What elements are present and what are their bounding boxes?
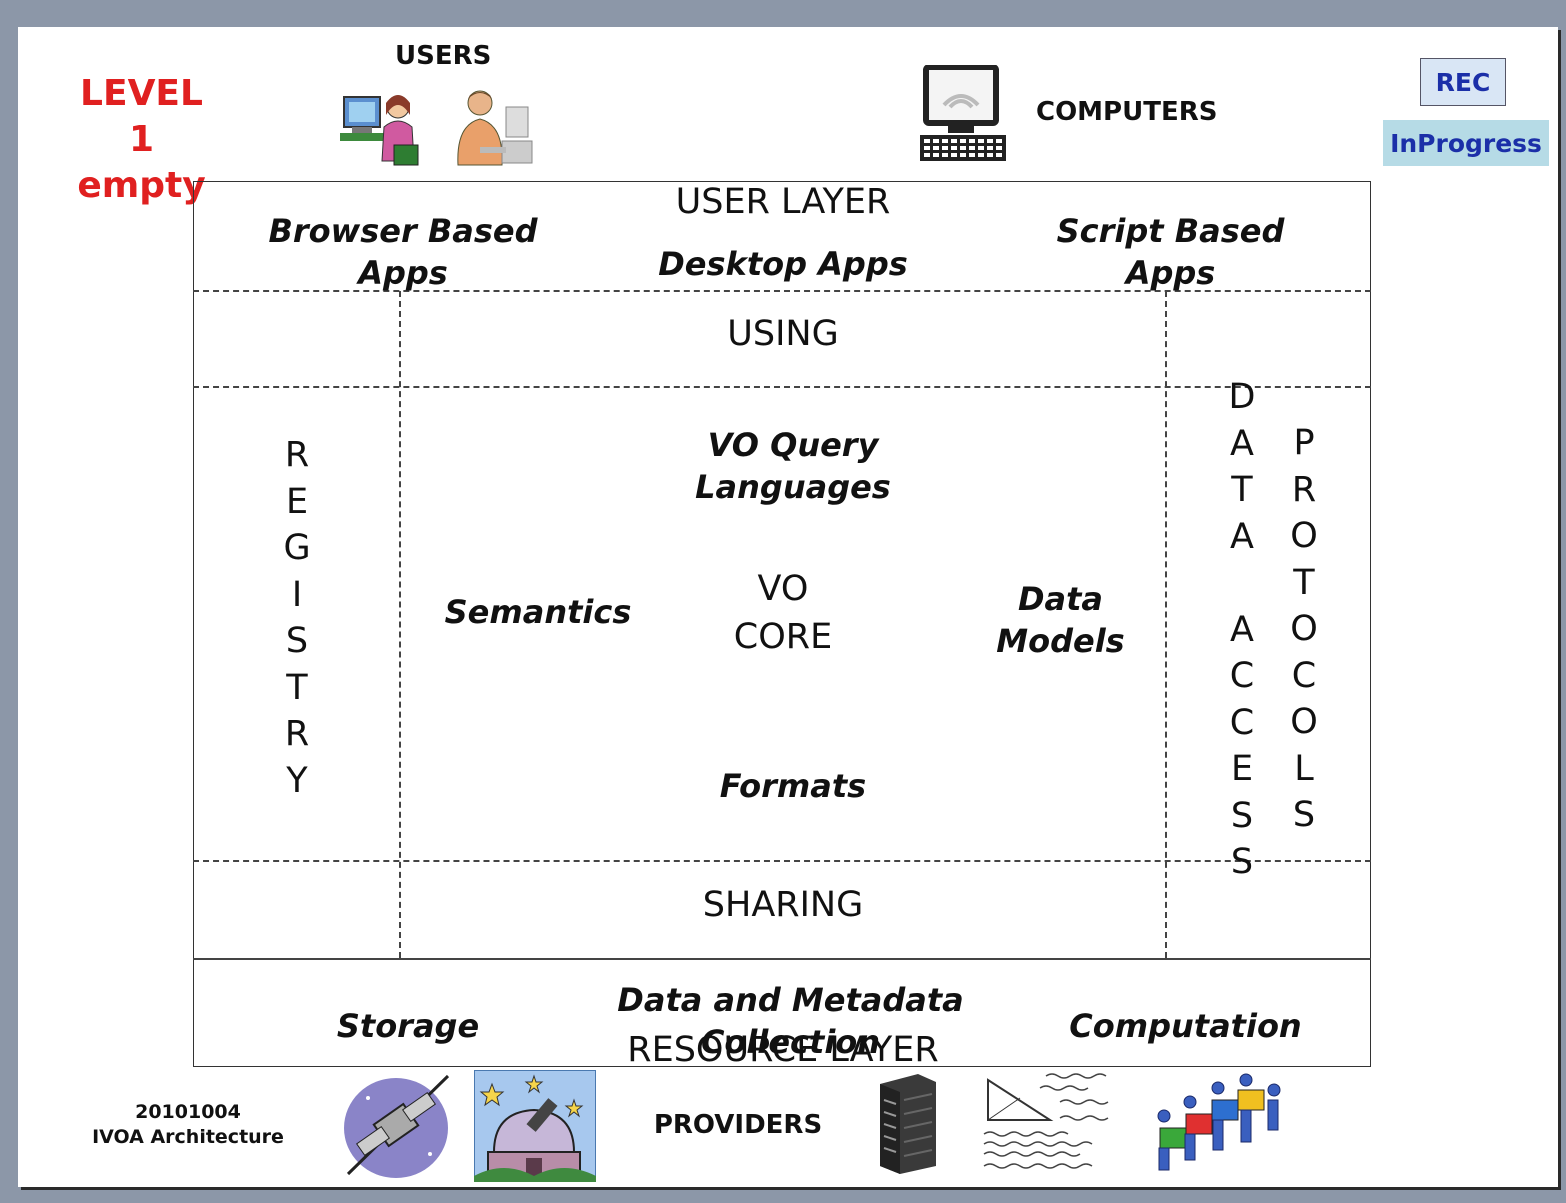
protocols-letter: O — [1290, 702, 1318, 742]
users-label: USERS — [395, 41, 492, 71]
registry-letter: S — [285, 621, 309, 661]
using-divider — [193, 386, 1371, 388]
core-word: CORE — [733, 617, 833, 657]
data-access-letter: D — [1228, 377, 1256, 417]
desktop-apps-label: Desktop Apps — [658, 245, 908, 283]
script-apps-line1: Script Based — [1056, 212, 1285, 250]
data-access-letter: A — [1230, 609, 1254, 650]
observatory-icon — [474, 1070, 596, 1182]
data-access-letter: A — [1230, 516, 1254, 557]
data-models-line1: Data — [1017, 580, 1104, 618]
resource-layer-title: RESOURCE LAYER — [627, 1030, 939, 1070]
vo-query-line2: Languages — [695, 468, 891, 506]
data-access-label: D A T A A C C E S S — [1222, 374, 1262, 886]
data-access-letter: T — [1231, 470, 1253, 510]
access-column-divider — [1165, 291, 1167, 958]
level-label: LEVEL 1 empty — [64, 71, 219, 209]
registry-letter: Y — [286, 760, 308, 801]
data-models-line2: Models — [996, 622, 1125, 660]
data-access-letter: S — [1230, 795, 1254, 836]
data-models-label: Data Models — [968, 578, 1153, 662]
sharing-divider — [193, 860, 1371, 862]
script-apps-label: Script Based Apps — [1018, 210, 1323, 294]
registry-letter: R — [284, 714, 310, 754]
protocols-letter: P — [1293, 423, 1315, 463]
providers-label: PROVIDERS — [653, 1110, 823, 1140]
computation-label: Computation — [1069, 1007, 1302, 1045]
rec-badge: REC — [1420, 58, 1506, 106]
computers-label: COMPUTERS — [1036, 97, 1218, 127]
satellite-icon — [338, 1070, 456, 1182]
browser-apps-line1: Browser Based — [268, 212, 538, 250]
registry-letter: G — [283, 528, 311, 568]
team-puzzle-icon — [1146, 1070, 1286, 1180]
protocols-letter: O — [1290, 609, 1318, 649]
data-access-letter: C — [1229, 656, 1255, 696]
level-status: empty — [77, 165, 206, 206]
browser-apps-label: Browser Based Apps — [248, 210, 558, 294]
semantics-label: Semantics — [444, 593, 632, 631]
using-label: USING — [727, 314, 839, 354]
vo-query-languages-label: VO Query Languages — [638, 424, 948, 508]
user-layer-divider — [193, 290, 1371, 292]
storage-label: Storage — [336, 1007, 480, 1045]
protocols-letter: T — [1293, 562, 1315, 603]
registry-letter: E — [285, 481, 309, 522]
footer-info: 20101004 IVOA Architecture — [78, 1100, 298, 1150]
registry-letter: I — [291, 574, 303, 615]
protocols-letter: R — [1291, 469, 1317, 510]
computer-terminal-icon — [918, 65, 1008, 163]
resource-layer-divider — [193, 958, 1371, 960]
registry-label: R E G I S T R Y — [277, 432, 317, 804]
protocols-letter: C — [1291, 655, 1317, 696]
registry-column-divider — [399, 291, 401, 958]
in-progress-badge: InProgress — [1383, 120, 1549, 166]
protocols-letter: O — [1290, 516, 1318, 556]
browser-apps-line2: Apps — [358, 254, 448, 292]
user-computer-icon — [340, 87, 420, 169]
user-layer-title: USER LAYER — [675, 182, 891, 222]
slide: LEVEL 1 empty USERS — [18, 27, 1558, 1187]
architecture-box — [193, 181, 1371, 1067]
level-title: LEVEL 1 — [80, 73, 203, 160]
footer-date: 20101004 — [135, 1101, 241, 1123]
registry-letter: R — [284, 435, 310, 475]
data-access-letter: A — [1230, 423, 1254, 464]
math-equations-icon — [980, 1070, 1130, 1180]
vo-word: VO — [757, 569, 809, 609]
registry-letter: T — [286, 667, 308, 708]
protocols-label: P R O T O C O L S — [1284, 420, 1324, 839]
data-access-letter: C — [1229, 702, 1255, 743]
data-access-letter — [1222, 560, 1262, 607]
vo-query-line1: VO Query — [707, 426, 879, 464]
protocols-letter: L — [1294, 748, 1314, 789]
sharing-label: SHARING — [702, 885, 864, 925]
data-access-letter: S — [1230, 842, 1254, 882]
data-metadata-collection-label: Data and Metadata Collection — [617, 981, 964, 1061]
protocols-letter: S — [1292, 795, 1316, 835]
data-access-letter: E — [1230, 749, 1254, 789]
formats-label: Formats — [719, 767, 867, 805]
user-person-icon — [450, 85, 534, 169]
server-rack-icon — [876, 1070, 940, 1174]
script-apps-line2: Apps — [1125, 254, 1216, 292]
footer-title: IVOA Architecture — [92, 1126, 284, 1148]
vo-core-label: VO CORE — [678, 565, 888, 661]
